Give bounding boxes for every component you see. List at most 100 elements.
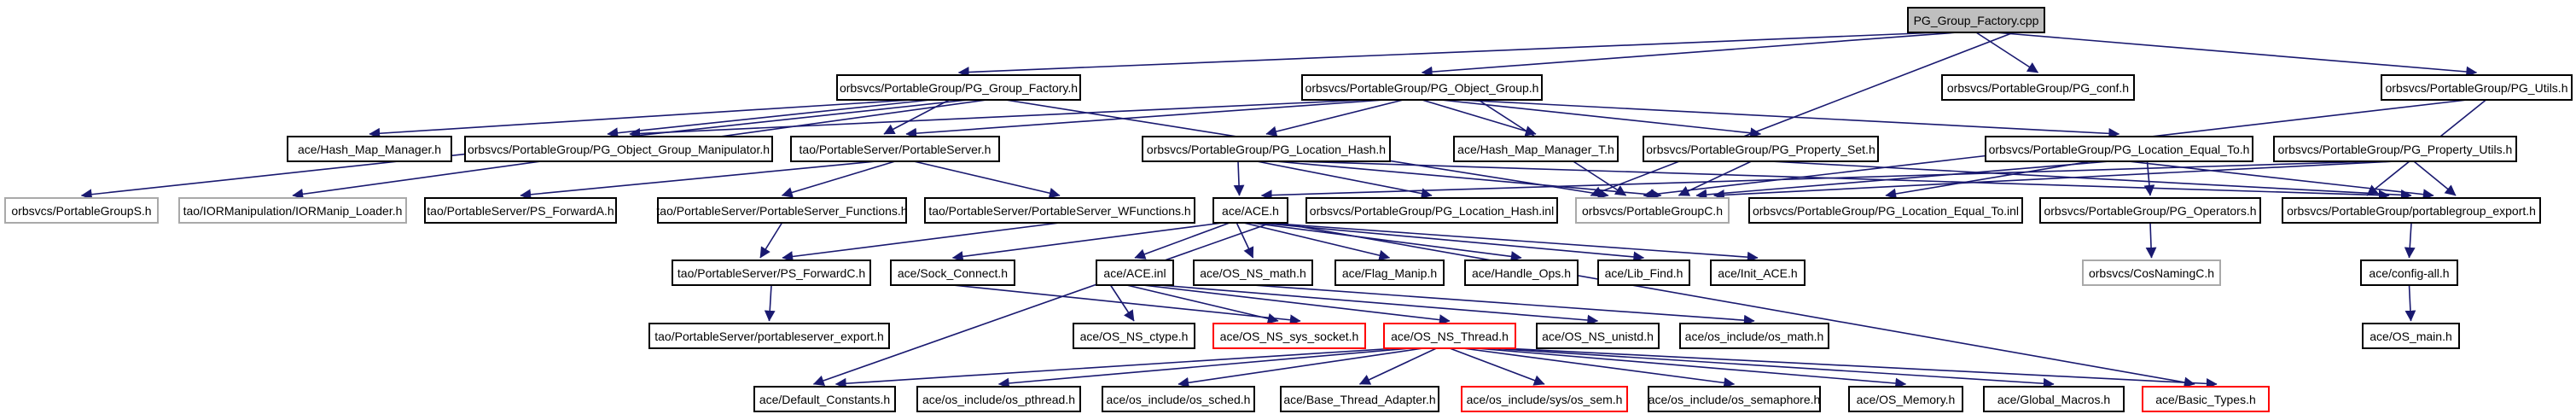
edge-objgroup-h-to-propset-h bbox=[1440, 99, 1762, 139]
node-syssocket[interactable]: ace/OS_NS_sys_socket.h bbox=[1212, 323, 1366, 349]
edge-osmath-to-osincmath bbox=[1253, 284, 1755, 326]
node-eqto-h[interactable]: orbsvcs/PortableGroup/PG_Location_Equal_… bbox=[1985, 136, 2253, 162]
edge-eqto-h-to-pgc-h bbox=[1695, 160, 2110, 201]
edge-proputils-h-to-pgc-h bbox=[1713, 160, 2396, 201]
edge-ace-h-to-sock bbox=[951, 222, 1224, 262]
edge-sock-to-syssocket bbox=[952, 284, 1301, 326]
edge-pgops-h-to-cosnaming bbox=[2145, 222, 2157, 259]
node-ace-h[interactable]: ace/ACE.h bbox=[1212, 197, 1288, 224]
node-cpp[interactable]: PG_Group_Factory.cpp bbox=[1907, 7, 2045, 33]
node-thread[interactable]: ace/OS_NS_Thread.h bbox=[1383, 323, 1516, 349]
edge-ace-h-to-basictypes bbox=[1277, 222, 2195, 388]
node-globalmacros[interactable]: ace/Global_Macros.h bbox=[1983, 386, 2125, 412]
node-configall[interactable]: ace/config-all.h bbox=[2360, 259, 2458, 286]
node-cosnaming[interactable]: orbsvcs/CosNamingC.h bbox=[2082, 259, 2221, 286]
edge-cpp-to-pgc-h bbox=[1590, 32, 2015, 197]
edge-psfunc-to-psfc bbox=[759, 222, 783, 259]
node-lochash-inl[interactable]: orbsvcs/PortableGroup/PG_Location_Hash.i… bbox=[1305, 197, 1558, 224]
node-osmath[interactable]: ace/OS_NS_math.h bbox=[1193, 259, 1313, 286]
edge-objgroup-h-to-manip-h bbox=[629, 99, 1366, 139]
edge-ace-h-to-defconst bbox=[812, 222, 1272, 386]
edge-ace-h-to-aceinl bbox=[1134, 222, 1230, 259]
edge-ps-h-to-psfa bbox=[520, 160, 877, 201]
node-libfind[interactable]: ace/Lib_Find.h bbox=[1597, 259, 1690, 286]
edge-ps-h-to-pswfunc bbox=[913, 160, 1061, 199]
edge-ps-h-to-psfunc bbox=[781, 160, 896, 198]
edge-lochash-h-to-pgc-h bbox=[1275, 160, 1662, 201]
edge-ace-h-to-handle bbox=[1250, 222, 1522, 262]
edge-cpp-to-utils-h bbox=[1994, 32, 2478, 78]
edge-lochash-h-to-ace-h bbox=[1233, 160, 1245, 196]
node-psfa[interactable]: tao/PortableServer/PS_ForwardA.h bbox=[424, 197, 617, 224]
node-eqto-inl[interactable]: orbsvcs/PortableGroup/PG_Location_Equal_… bbox=[1748, 197, 2023, 224]
edge-ace-h-to-libfind bbox=[1257, 222, 1645, 263]
edge-eqto-h-to-pgops-h bbox=[2143, 160, 2155, 196]
node-conf-h[interactable]: orbsvcs/PortableGroup/PG_conf.h bbox=[1941, 74, 2135, 101]
node-osincmath[interactable]: ace/os_include/os_math.h bbox=[1679, 323, 1829, 349]
node-initace[interactable]: ace/Init_ACE.h bbox=[1710, 259, 1806, 286]
edge-aceinl-to-syssocket bbox=[1126, 284, 1279, 324]
edge-psfc-to-psexp bbox=[764, 284, 776, 322]
node-psexp[interactable]: tao/PortableServer/portableserver_export… bbox=[648, 323, 890, 349]
node-pgexp-h[interactable]: orbsvcs/PortableGroup/portablegroup_expo… bbox=[2282, 197, 2541, 224]
edge-lochash-h-to-pgexp-h bbox=[1294, 160, 2390, 201]
node-hmmt-h[interactable]: ace/Hash_Map_Manager_T.h bbox=[1453, 136, 1619, 162]
node-sock[interactable]: ace/Sock_Connect.h bbox=[890, 259, 1015, 286]
node-lochash-h[interactable]: orbsvcs/PortableGroup/PG_Location_Hash.h bbox=[1142, 136, 1391, 162]
node-defconst[interactable]: ace/Default_Constants.h bbox=[753, 386, 896, 412]
node-sched[interactable]: ace/os_include/os_sched.h bbox=[1102, 386, 1255, 412]
edge-aceinl-to-unistd bbox=[1159, 284, 1599, 326]
edge-objgroup-h-to-ps-h bbox=[905, 99, 1385, 139]
edge-thread-to-ossema bbox=[1462, 347, 1736, 388]
edge-cpp-to-objgroup-h bbox=[1421, 32, 1958, 78]
node-factory-h[interactable]: orbsvcs/PortableGroup/PG_Group_Factory.h bbox=[836, 74, 1081, 101]
edge-ace-h-to-initace bbox=[1264, 222, 1759, 263]
node-psfc[interactable]: tao/PortableServer/PS_ForwardC.h bbox=[672, 259, 871, 286]
node-ctype[interactable]: ace/OS_NS_ctype.h bbox=[1073, 323, 1195, 349]
node-propset-h[interactable]: orbsvcs/PortableGroup/PG_Property_Set.h bbox=[1643, 136, 1879, 162]
node-utils-h[interactable]: orbsvcs/PortableGroup/PG_Utils.h bbox=[2381, 74, 2573, 101]
node-aceinl[interactable]: ace/ACE.inl bbox=[1096, 259, 1174, 286]
edge-pswfunc-to-psfc bbox=[782, 222, 1061, 262]
edge-proputils-h-to-pgexp-h bbox=[2413, 160, 2457, 196]
node-pgc-h[interactable]: orbsvcs/PortableGroupC.h bbox=[1575, 197, 1730, 224]
edge-thread-to-pthread bbox=[997, 347, 1410, 389]
edge-proputils-h-to-ace-h bbox=[1260, 160, 2377, 201]
node-pthread[interactable]: ace/os_include/os_pthread.h bbox=[916, 386, 1081, 412]
node-pswfunc[interactable]: tao/PortableServer/PortableServer_WFunct… bbox=[924, 197, 1195, 224]
node-hmm-h[interactable]: ace/Hash_Map_Manager.h bbox=[287, 136, 452, 162]
node-flag[interactable]: ace/Flag_Manip.h bbox=[1335, 259, 1445, 286]
edge-factory-h-to-hmm-h bbox=[369, 99, 912, 139]
node-pgops-h[interactable]: orbsvcs/PortableGroup/PG_Operators.h bbox=[2039, 197, 2261, 224]
edge-thread-to-basictypes bbox=[1503, 347, 2218, 389]
node-psfunc[interactable]: tao/PortableServer/PortableServer_Functi… bbox=[656, 197, 908, 224]
node-iorm[interactable]: tao/IORManipulation/IORManip_Loader.h bbox=[178, 197, 407, 224]
edge-objgroup-h-to-hmmt-h bbox=[1422, 99, 1537, 137]
edge-objgroup-h-to-eqto-h bbox=[1459, 99, 2120, 139]
edge-ace-h-to-flag bbox=[1243, 222, 1391, 261]
edge-thread-to-bta bbox=[1358, 347, 1437, 385]
node-handle[interactable]: ace/Handle_Ops.h bbox=[1464, 259, 1579, 286]
node-ps-h[interactable]: tao/PortableServer/PortableServer.h bbox=[790, 136, 1000, 162]
node-objgroup-h[interactable]: orbsvcs/PortableGroup/PG_Object_Group.h bbox=[1301, 74, 1543, 101]
edge-thread-to-sched bbox=[1178, 347, 1424, 388]
node-ossem[interactable]: ace/os_include/sys/os_sem.h bbox=[1461, 386, 1628, 412]
node-pgs-h[interactable]: orbsvcs/PortableGroupS.h bbox=[4, 197, 159, 224]
node-basictypes[interactable]: ace/Basic_Types.h bbox=[2142, 386, 2270, 412]
node-bta[interactable]: ace/Base_Thread_Adapter.h bbox=[1280, 386, 1439, 412]
node-osmemory[interactable]: ace/OS_Memory.h bbox=[1848, 386, 1963, 412]
edge-propset-h-to-pgc-h bbox=[1678, 160, 1752, 196]
edge-eqto-h-to-eqto-inl bbox=[1885, 160, 2091, 200]
node-manip-h[interactable]: orbsvcs/PortableGroup/PG_Object_Group_Ma… bbox=[464, 136, 773, 162]
edge-cpp-to-factory-h bbox=[957, 32, 1939, 78]
edge-ace-h-to-osmath bbox=[1236, 222, 1254, 259]
edge-propset-h-to-pgexp-h bbox=[1770, 160, 2412, 201]
edge-factory-h-to-ps-h bbox=[883, 99, 950, 135]
node-unistd[interactable]: ace/OS_NS_unistd.h bbox=[1536, 323, 1660, 349]
node-osmain[interactable]: ace/OS_main.h bbox=[2362, 323, 2460, 349]
node-proputils-h[interactable]: orbsvcs/PortableGroup/PG_Property_Utils.… bbox=[2273, 136, 2517, 162]
edge-thread-to-ossem bbox=[1449, 347, 1545, 386]
node-ossema[interactable]: ace/os_include/os_semaphore.h bbox=[1648, 386, 1821, 412]
edge-aceinl-to-thread bbox=[1143, 284, 1451, 325]
